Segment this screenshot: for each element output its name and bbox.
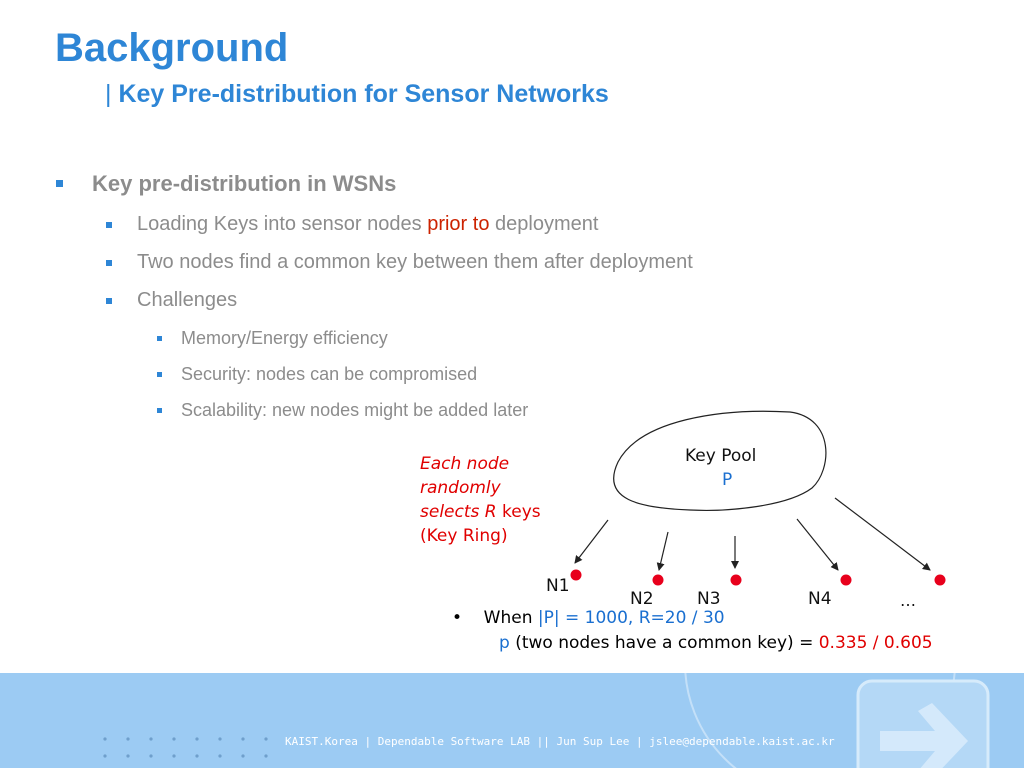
next-arrow-box [856, 679, 990, 768]
next-arrow-icon [880, 703, 968, 768]
node-dot-n1 [570, 569, 582, 581]
bullet-security: Security: nodes can be compromised [181, 364, 478, 384]
arrow-to-more [834, 497, 931, 571]
note-line-3-italic: selects R [420, 502, 497, 522]
when-label: When [483, 608, 538, 628]
bullet-loading-keys: Loading Keys into sensor nodes prior to … [137, 213, 598, 236]
note-line-4: (Key Ring) [420, 526, 508, 546]
bullet-marker [106, 222, 112, 228]
note-line-2: randomly [420, 478, 501, 498]
bullet-marker [106, 298, 112, 304]
arrow-to-n1 [574, 519, 609, 564]
bullet-memory-energy: Memory/Energy efficiency [181, 328, 388, 348]
node-label-n2: N2 [630, 589, 654, 609]
subtitle-separator: | [105, 80, 112, 108]
when-params: |P| = 1000, R=20 / 30 [537, 608, 725, 628]
node-label-n1: N1 [546, 576, 570, 596]
p-symbol: p [499, 633, 510, 653]
probability-statement: • When |P| = 1000, R=20 / 30 p (two node… [452, 606, 933, 656]
node-label-n3: N3 [697, 589, 721, 609]
bullet-loading-keys-post: deployment [489, 213, 599, 235]
bullet-marker [56, 180, 63, 187]
bullet-two-nodes: Two nodes find a common key between them… [137, 251, 693, 273]
key-pool-label: Key Pool [685, 446, 757, 466]
bullet-marker [106, 260, 112, 266]
node-label-more: … [900, 591, 916, 610]
note-line-3-rest: keys [496, 502, 541, 522]
bullet-loading-keys-highlight: prior to [427, 213, 490, 235]
bullet-marker [157, 336, 162, 341]
slide-subtitle: | Key Pre-distribution for Sensor Networ… [105, 80, 609, 109]
bullet-key-predistribution: Key pre-distribution in WSNs [92, 171, 397, 196]
bullet-marker [157, 408, 162, 413]
subtitle-text: Key Pre-distribution for Sensor Networks [118, 80, 609, 108]
node-dot-n3 [730, 574, 742, 586]
p-description: (two nodes have a common key) = [509, 633, 819, 653]
bullet-marker [157, 372, 162, 377]
slide-title: Background [55, 26, 289, 70]
slide-footer: KAIST.Korea | Dependable Software LAB ||… [0, 673, 1024, 768]
node-dot-more [934, 574, 946, 586]
footer-decoration [103, 673, 990, 768]
p-values: 0.335 / 0.605 [818, 633, 933, 653]
note-line-1: Each node [420, 454, 510, 474]
key-pool-symbol: P [722, 470, 733, 490]
bullet-loading-keys-pre: Loading Keys into sensor nodes [137, 213, 428, 235]
key-ring-note: Each node randomly selects R keys (Key R… [420, 452, 541, 548]
when-bullet: • [452, 608, 463, 628]
bullet-scalability: Scalability: new nodes might be added la… [181, 400, 529, 420]
node-label-n4: N4 [808, 589, 832, 609]
footer-credits: KAIST.Korea | Dependable Software LAB ||… [285, 735, 835, 748]
node-dot-n4 [840, 574, 852, 586]
key-pool-shape [613, 410, 827, 511]
arrow-to-n2 [656, 531, 669, 571]
bullet-challenges: Challenges [137, 289, 238, 311]
arrow-to-n4 [796, 518, 839, 571]
node-dot-n2 [652, 574, 664, 586]
